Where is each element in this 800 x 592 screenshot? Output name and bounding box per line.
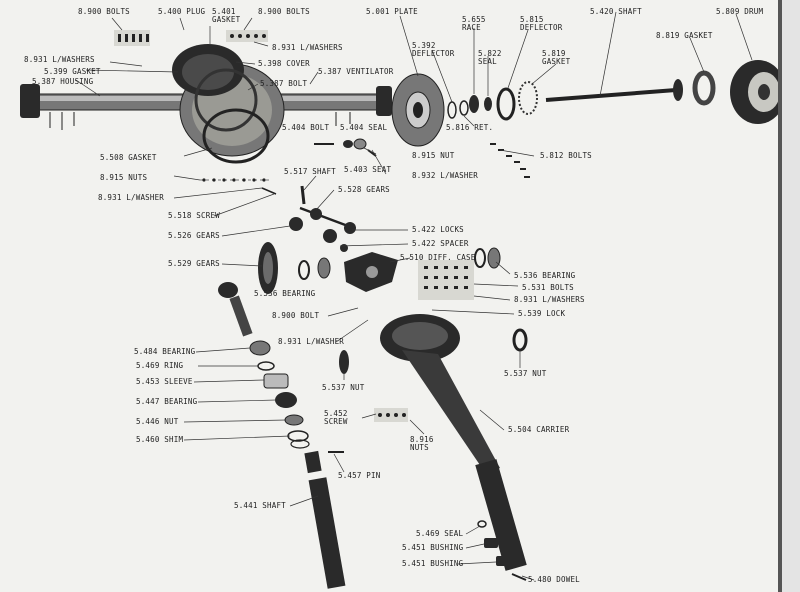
label-5441-shaft: 5.441 SHAFT (234, 501, 286, 510)
label-5422-spacer: 5.422 SPACER (412, 239, 469, 248)
bolts-5531-panel (418, 260, 474, 300)
gasket-5399 (194, 68, 258, 132)
housing-nuts-strip (200, 178, 277, 195)
label-5822-seal: 5.822 SEAL (478, 49, 502, 66)
pinion-bearing-stack (249, 340, 310, 449)
label-5531-bolts: 5.531 BOLTS (522, 283, 574, 292)
label-5452-screw: 5.452 SCREW (324, 409, 348, 426)
label-5815-deflector: 5.815 DEFLECTOR (520, 15, 563, 32)
label-5446-nut: 5.446 NUT (136, 417, 179, 426)
ring-gear-5529 (258, 242, 278, 294)
label-8931-lwashers-b: 8.931 L/WASHERS (24, 55, 95, 64)
hub-small-parts (447, 81, 538, 121)
label-8931-lwashers-a: 8.931 L/WASHERS (272, 43, 343, 52)
label-5387-ventilator: 5.387 VENTILATOR (318, 67, 394, 76)
label-5457-pin: 5.457 PIN (338, 471, 381, 480)
pinion-5529 (218, 282, 253, 337)
label-5392-deflector: 5.392 DEFLECTOR (412, 41, 455, 58)
carrier-5504 (380, 314, 527, 571)
label-5398-cover: 5.398 COVER (258, 59, 310, 68)
label-5447-bearing: 5.447 BEARING (136, 397, 198, 406)
label-5655-race: 5.655 RACE (462, 15, 486, 32)
label-5508-gasket: 5.508 GASKET (100, 153, 157, 162)
label-8915-nuts: 8.915 NUTS (100, 173, 148, 182)
label-8900-bolts-b: 8.900 BOLTS (258, 7, 310, 16)
label-5404-seal: 5.404 SEAL (340, 123, 388, 132)
label-5816-ret: 5.816 RET. (446, 123, 494, 132)
label-5469-ring: 5.469 RING (136, 361, 184, 370)
diff-shaft-and-gears (289, 185, 356, 252)
label-5401-gasket: 5.401 GASKET (212, 7, 241, 24)
gasket-8819 (692, 70, 716, 106)
label-5451-bushing-a: 5.451 BUSHING (402, 543, 464, 552)
label-8900-bolt: 8.900 BOLT (272, 311, 320, 320)
seal-bushings (477, 520, 527, 581)
label-5539-lock: 5.539 LOCK (518, 309, 566, 318)
label-5001-plate: 5.001 PLATE (366, 7, 418, 16)
label-8819-gasket: 8.819 GASKET (656, 31, 713, 40)
drive-shaft-5441 (304, 450, 346, 589)
cover-5398 (172, 44, 244, 96)
gasket-5508 (202, 108, 270, 164)
label-5420-shaft: 5.420 SHAFT (590, 7, 642, 16)
label-8931-lwasher-c: 8.931 L/WASHER (98, 193, 165, 202)
brake-plate-5001 (391, 73, 445, 147)
label-5460-shim: 5.460 SHIM (136, 435, 184, 444)
label-5387-housing: 5.387 HOUSING (32, 77, 94, 86)
label-5536-bearing-a: 5.536 BEARING (254, 289, 316, 298)
cover-bolts (114, 30, 268, 46)
label-5404-bolt: 5.404 BOLT (282, 123, 330, 132)
brake-drum-5809 (730, 60, 786, 124)
label-5453-sleeve: 5.453 SLEEVE (136, 377, 193, 386)
label-5400-plug: 5.400 PLUG (158, 7, 206, 16)
label-5451-bushing-b: 5.451 BUSHING (402, 559, 464, 568)
label-5809-drum: 5.809 DRUM (716, 7, 764, 16)
label-5529-gears: 5.529 GEARS (168, 259, 220, 268)
label-5480-dowel: 5.480 DOWEL (528, 575, 580, 584)
page-edge-shadow (778, 0, 782, 592)
label-5528-gears: 5.528 GEARS (338, 185, 390, 194)
label-5518-screw: 5.518 SCREW (168, 211, 220, 220)
page-edge-margin (782, 0, 800, 592)
label-5469-seal: 5.469 SEAL (416, 529, 464, 538)
label-5526-gears: 5.526 GEARS (168, 231, 220, 240)
label-5387-bolt: 5.387 BOLT (260, 79, 308, 88)
label-5812-bolts: 5.812 BOLTS (540, 151, 592, 160)
label-8915-nut-a: 8.915 NUT (412, 151, 455, 160)
leader-lines (75, 11, 753, 581)
bolt-seal-seat (314, 138, 377, 157)
label-5504-carrier: 5.504 CARRIER (508, 425, 570, 434)
label-5537-nut-a: 5.537 NUT (322, 383, 365, 392)
label-8900-bolts-a: 8.900 BOLTS (78, 7, 130, 16)
diff-case-5510 (344, 252, 398, 292)
label-5537-nut-b: 5.537 NUT (504, 369, 547, 378)
label-8916-nuts: 8.916 NUTS (410, 435, 434, 452)
label-8931-lwashers-d: 8.931 L/WASHERS (514, 295, 585, 304)
label-5510-diff-case: 5.510 DIFF. CASE (400, 253, 476, 262)
hub-bolts-5812 (490, 143, 530, 178)
label-5536-bearing-b: 5.536 BEARING (514, 271, 576, 280)
label-5517-shaft: 5.517 SHAFT (284, 167, 336, 176)
label-5819-gasket-a: 5.819 GASKET (542, 49, 571, 66)
label-5403-seat: 5.403 SEAT (344, 165, 392, 174)
label-5484-bearing: 5.484 BEARING (134, 347, 196, 356)
axle-shaft-5420 (545, 79, 683, 102)
label-8932-lwasher: 8.932 L/WASHER (412, 171, 479, 180)
label-8931-lwasher-e: 8.931 L/WASHER (278, 337, 345, 346)
label-5422-locks: 5.422 LOCKS (412, 225, 464, 234)
label-5399-gasket: 5.399 GASKET (44, 67, 101, 76)
